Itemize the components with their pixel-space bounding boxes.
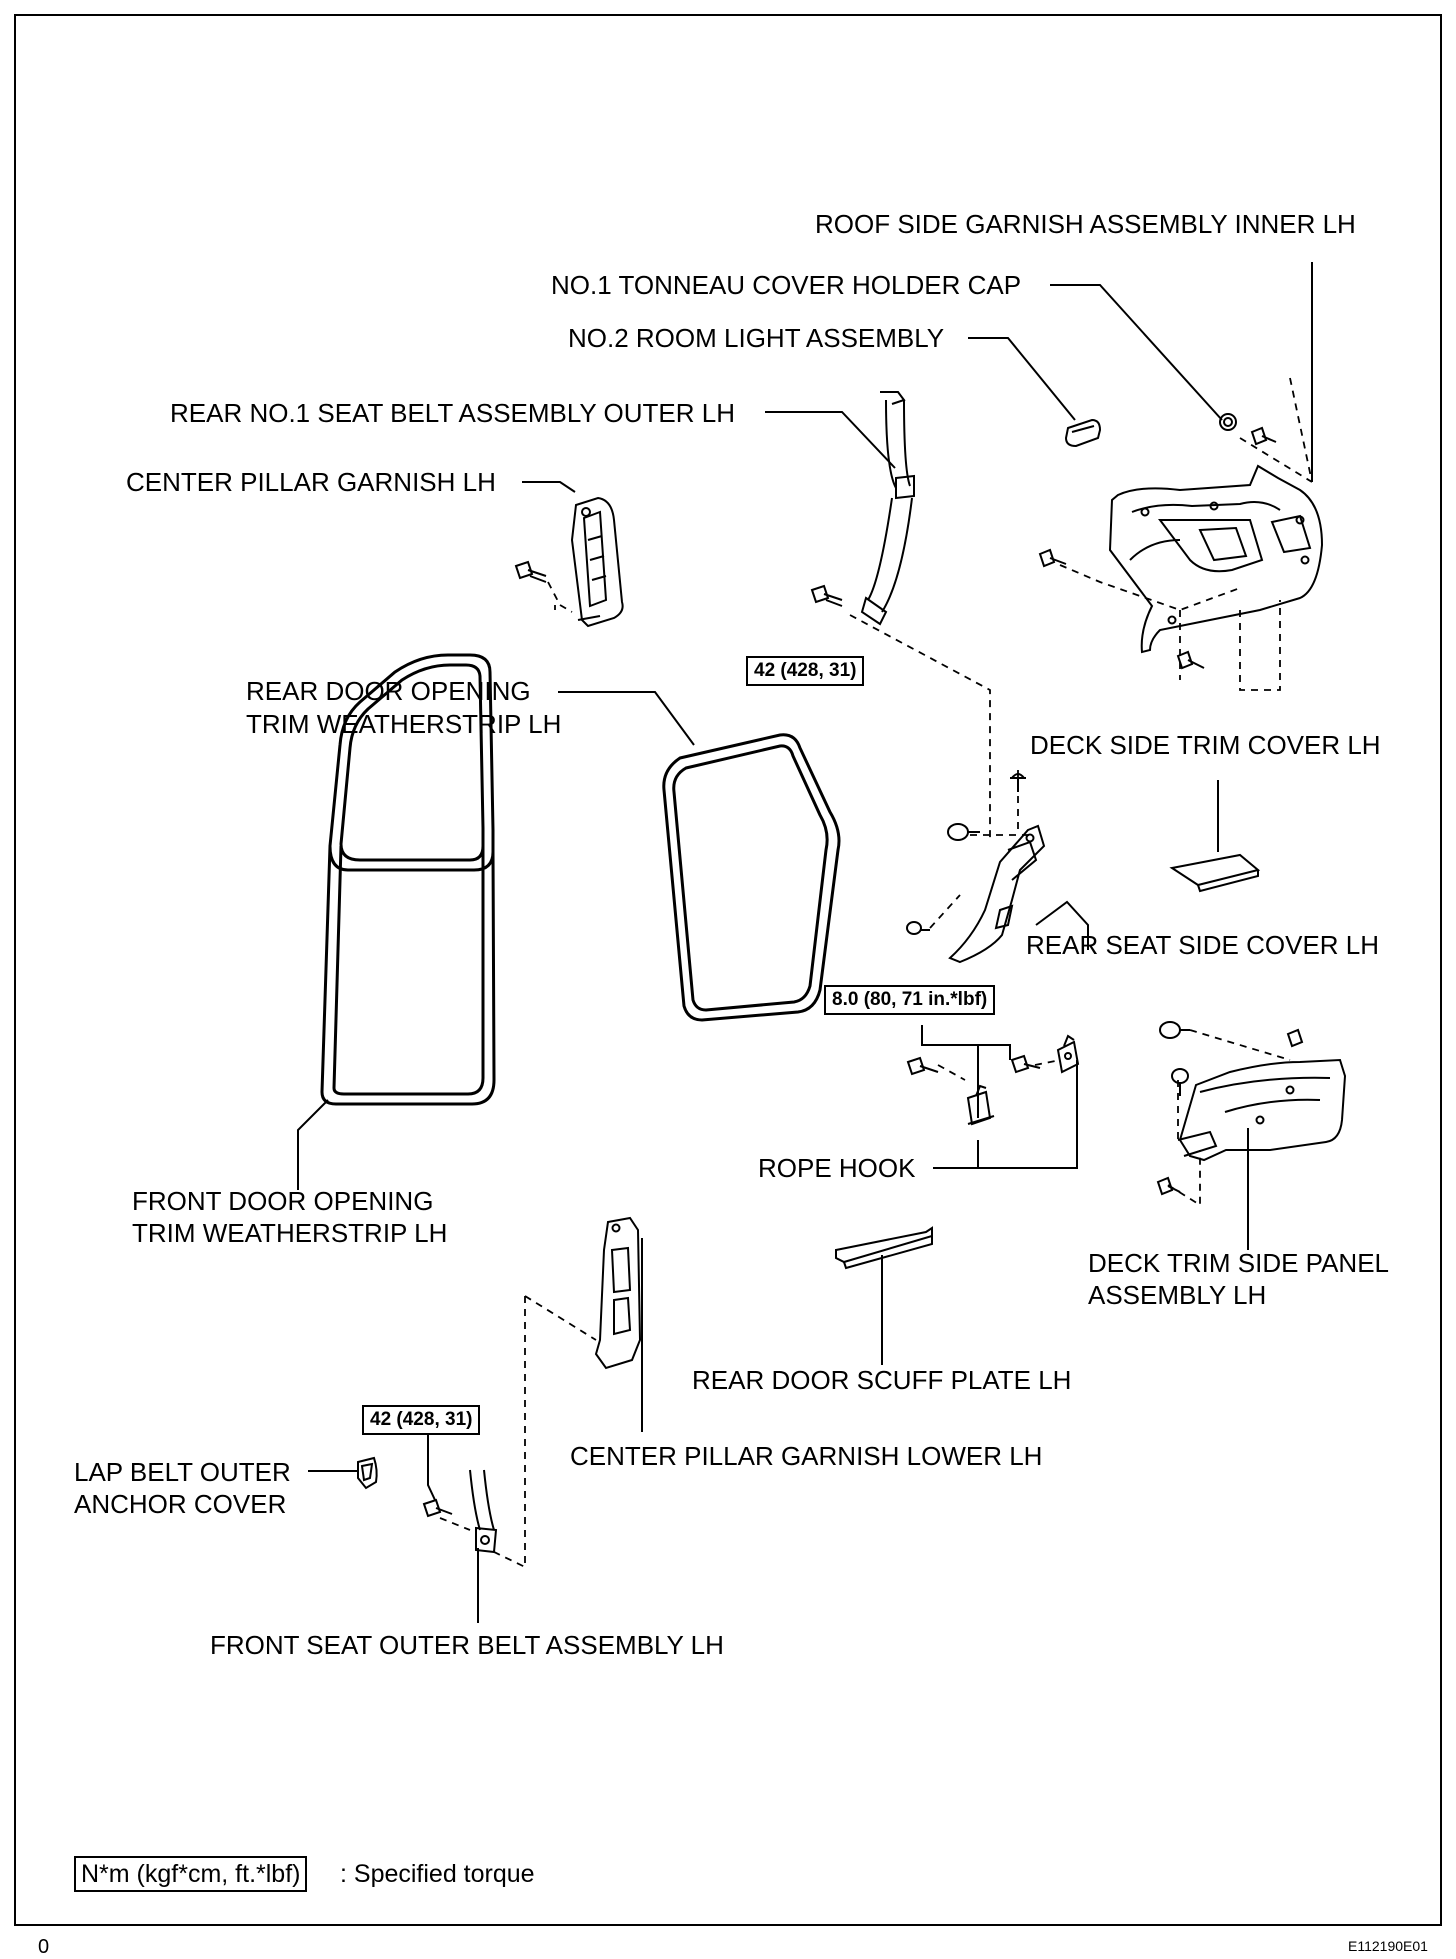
label-deck-trim-panel-1: DECK TRIM SIDE PANEL [1088, 1248, 1389, 1278]
front-door-weatherstrip [320, 653, 496, 1106]
center-pillar-garnish [570, 496, 624, 628]
rear-door-weatherstrip [662, 733, 841, 1022]
clip [1250, 426, 1277, 446]
rope-hook-rear [1056, 1034, 1080, 1074]
label-rear-door-scuff: REAR DOOR SCUFF PLATE LH [692, 1365, 1072, 1395]
page-number: 0 [38, 1936, 50, 1958]
tonneau-cap [1219, 413, 1237, 431]
label-lap-belt-1: LAP BELT OUTER [74, 1457, 291, 1487]
figure-code: E112190E01 [1348, 1938, 1428, 1954]
lap-belt-anchor-cover [357, 1456, 378, 1490]
label-rear-seat-side-cover: REAR SEAT SIDE COVER LH [1026, 930, 1380, 960]
legend-text: : Specified torque [340, 1860, 535, 1888]
label-room-light: NO.2 ROOM LIGHT ASSEMBLY [568, 323, 945, 353]
label-deck-trim-panel-2: ASSEMBLY LH [1088, 1280, 1267, 1310]
label-rear-door-ws-2: TRIM WEATHERSTRIP LH [246, 709, 562, 739]
belt-anchor-bolt [810, 584, 843, 607]
label-front-door-ws-1: FRONT DOOR OPENING [132, 1186, 434, 1216]
room-light [1064, 418, 1102, 448]
label-rear-seat-belt: REAR NO.1 SEAT BELT ASSEMBLY OUTER LH [170, 398, 735, 428]
label-rope-hook: ROPE HOOK [758, 1153, 916, 1183]
dashed-lines [439, 377, 1313, 1569]
label-front-seat-belt: FRONT SEAT OUTER BELT ASSEMBLY LH [210, 1630, 724, 1660]
label-front-door-ws-2: TRIM WEATHERSTRIP LH [132, 1218, 448, 1248]
screws-roof [1038, 548, 1205, 670]
label-tonneau-cap: NO.1 TONNEAU COVER HOLDER CAP [551, 270, 1022, 300]
torque-seat-belt-front: 42 (428, 31) [362, 1405, 481, 1435]
rear-door-scuff-plate [835, 1226, 933, 1270]
rear-seat-side-cover [948, 824, 1046, 964]
deck-side-trim-cover [1169, 853, 1261, 893]
diagram-frame [14, 14, 1442, 1926]
label-deck-side-trim-cover: DECK SIDE TRIM COVER LH [1030, 730, 1381, 760]
label-center-pillar-garnish: CENTER PILLAR GARNISH LH [126, 467, 496, 497]
torque-seat-belt-rear: 42 (428, 31) [746, 656, 865, 686]
center-pillar-garnish-lower [594, 1216, 642, 1370]
front-seat-belt [469, 1469, 498, 1554]
label-lap-belt-2: ANCHOR COVER [74, 1489, 287, 1519]
label-roof-side-garnish: ROOF SIDE GARNISH ASSEMBLY INNER LH [815, 209, 1356, 239]
rope-hook-bolts [906, 1054, 1041, 1076]
deck-trim-side-panel [1177, 1058, 1347, 1162]
roof-side-garnish [1108, 464, 1324, 654]
push-clip [906, 773, 1026, 935]
front-belt-bolt [422, 1498, 453, 1518]
rope-hook-front [966, 1084, 995, 1126]
label-center-pillar-lower: CENTER PILLAR GARNISH LOWER LH [570, 1441, 1043, 1471]
deck-panel-screws [1156, 1021, 1304, 1196]
legend-torque-unit: N*m (kgf*cm, ft.*lbf) [74, 1856, 308, 1892]
bolt [514, 560, 547, 583]
torque-rope-hook: 8.0 (80, 71 in.*lbf) [824, 985, 996, 1015]
label-rear-door-ws-1: REAR DOOR OPENING [246, 676, 531, 706]
rear-seat-belt [860, 391, 915, 626]
